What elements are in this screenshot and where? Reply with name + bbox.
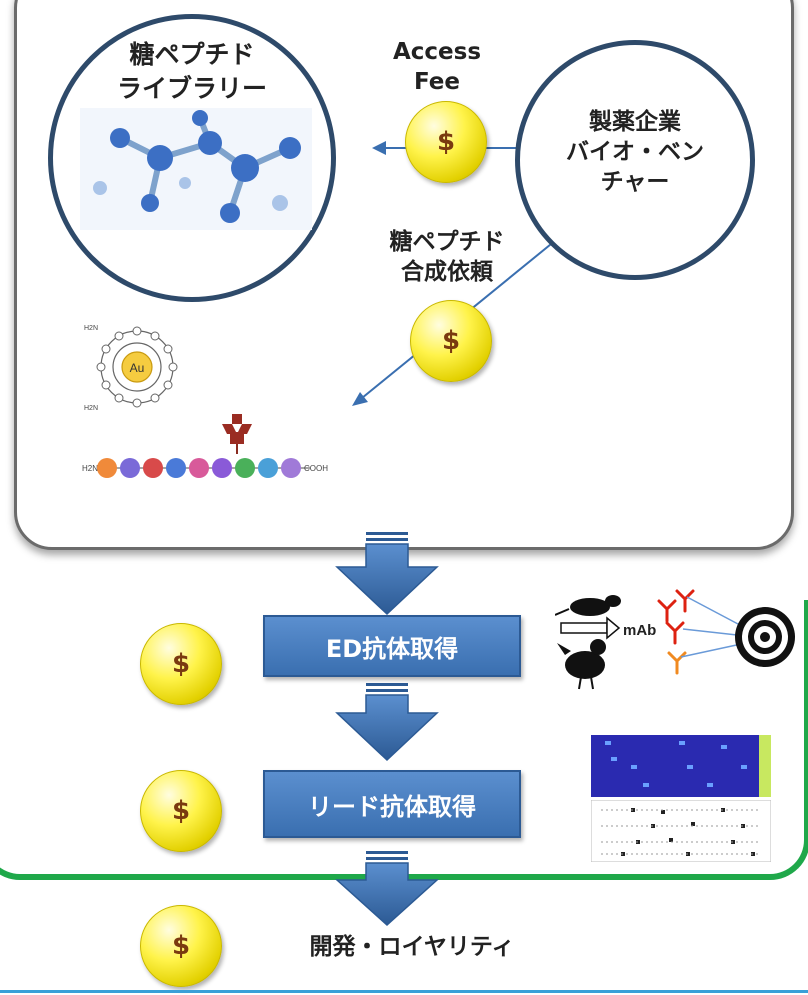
company-circle [515, 40, 755, 280]
glycan-icon [222, 414, 252, 454]
peptide-n-label: H2N [82, 464, 98, 473]
nh2-label-2: H2N [84, 405, 98, 412]
bottom-line [0, 990, 808, 993]
down-arrow-2 [335, 683, 439, 762]
development-label: 開発・ロイヤリティ [309, 934, 515, 960]
nh2-label-1: H2N [84, 325, 98, 332]
antibody-panel: mAb [555, 589, 795, 690]
step3-coin: $ [140, 905, 222, 987]
company-title: 製薬企業 バイオ・ベン チャー [566, 109, 704, 195]
blot-image [591, 800, 771, 862]
synthesis-arrow-head [352, 392, 368, 406]
library-title: 糖ペプチド ライブラリー [116, 40, 267, 103]
access-fee-arrow-head [372, 141, 386, 155]
down-arrow-3 [335, 851, 439, 927]
au-label: Au [130, 361, 145, 375]
peptide-chain-icon: H2N COOH [82, 414, 328, 478]
down-arrow-1 [335, 532, 439, 616]
step-lead-antibody: リード抗体取得 [263, 770, 521, 838]
step-ed-antibody: ED抗体取得 [263, 615, 521, 677]
gold-nanoparticle-icon: Au H2N H2N [84, 325, 178, 412]
step2-coin: $ [140, 770, 222, 852]
access-fee-coin: $ [405, 101, 487, 183]
molecule-image [80, 108, 312, 230]
synthesis-label: 糖ペプチド 合成依頼 [389, 229, 505, 285]
heatmap-image [591, 735, 771, 797]
step1-coin: $ [140, 623, 222, 705]
peptide-c-label: COOH [304, 464, 328, 473]
mouse-icon [555, 595, 621, 616]
antibody-icon [657, 589, 695, 675]
synthesis-coin: $ [410, 300, 492, 382]
target-icon [735, 607, 795, 667]
access-fee-label: Access Fee [392, 39, 482, 95]
chicken-icon [557, 639, 606, 690]
mab-label: mAb [623, 622, 656, 639]
process-arrow [560, 616, 621, 640]
